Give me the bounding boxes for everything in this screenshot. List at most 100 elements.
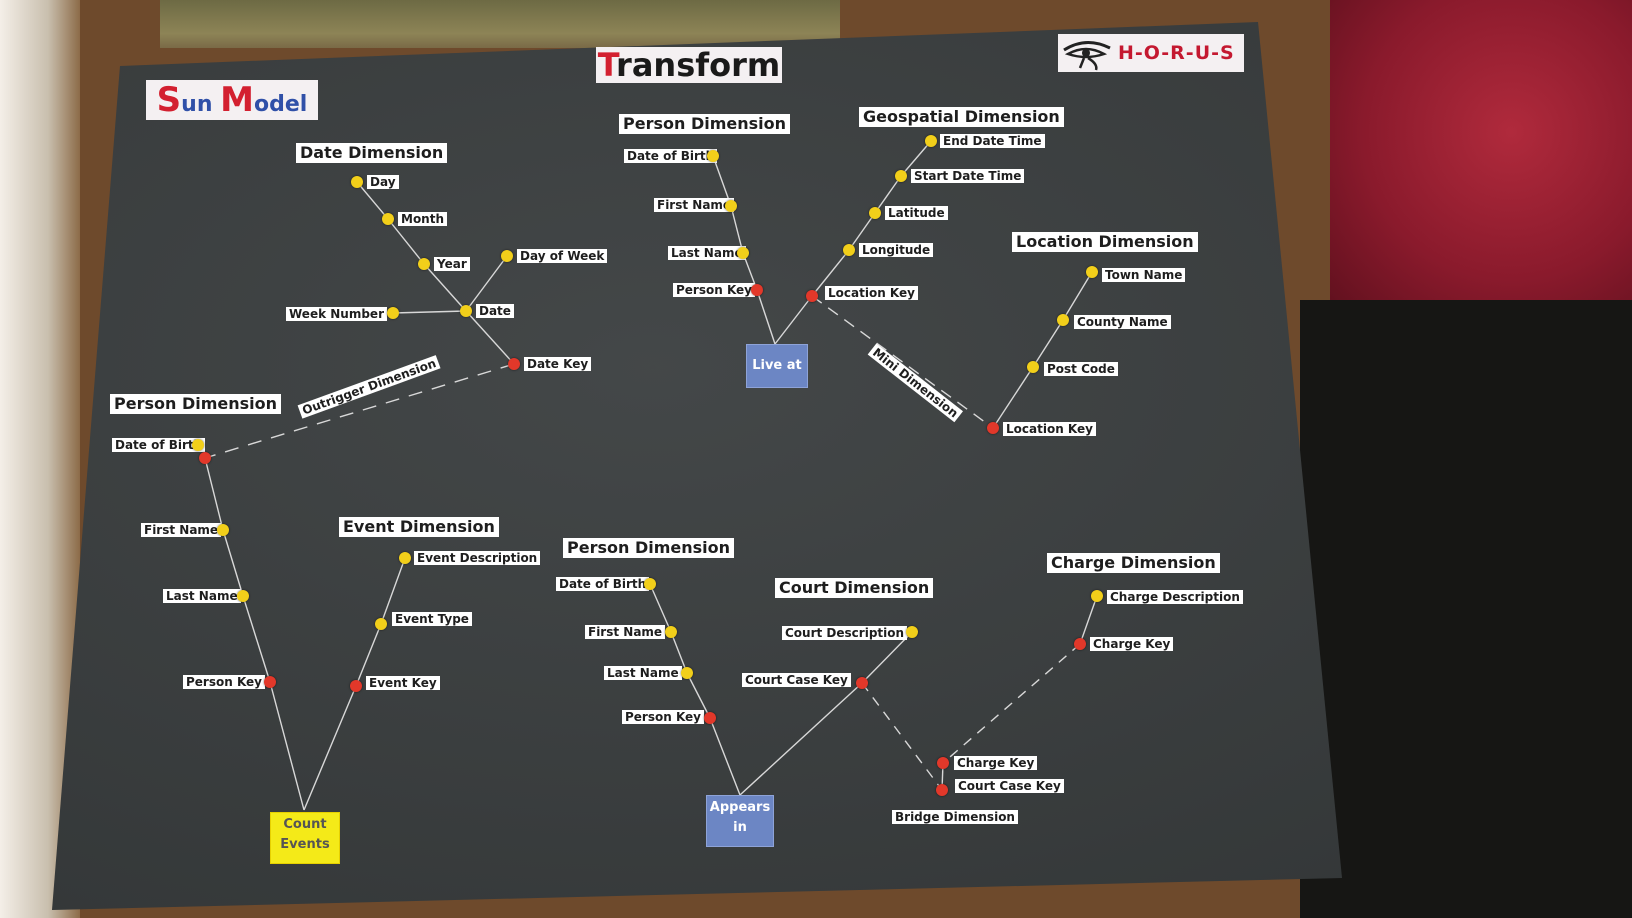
appears-in-fact: Appears in xyxy=(706,795,774,847)
connector xyxy=(739,682,863,796)
person-dimension-bottom-title: Person Dimension xyxy=(563,538,735,558)
appears-in-line2: in xyxy=(733,820,747,835)
connector xyxy=(686,672,711,719)
person-left-first-name-dot xyxy=(217,524,229,536)
person-left-last-name-label: Last Name xyxy=(163,589,241,603)
start-date-time-dot xyxy=(895,170,907,182)
person-top-dob-label: Date of Birth xyxy=(624,149,718,163)
event-type-dot xyxy=(375,618,387,630)
date-dot xyxy=(460,305,472,317)
connector xyxy=(756,289,776,345)
person-left-dob-label: Date of Birth xyxy=(112,438,206,452)
person-bottom-person-key-dot xyxy=(704,712,716,724)
connector xyxy=(774,295,813,345)
connector xyxy=(730,205,744,254)
page-title: Transform xyxy=(596,46,782,84)
county-name-label: County Name xyxy=(1074,315,1171,329)
connector xyxy=(649,583,672,633)
person-top-first-name-dot xyxy=(725,200,737,212)
person-left-dob-dot xyxy=(192,439,204,451)
connector xyxy=(303,685,357,811)
charge-description-dot xyxy=(1091,590,1103,602)
connector xyxy=(423,263,467,312)
day-dot xyxy=(351,176,363,188)
connector xyxy=(811,249,850,297)
count-events-line1: Count xyxy=(283,817,327,832)
connector xyxy=(811,295,994,429)
live-at-fact: Live at xyxy=(746,344,808,388)
connector xyxy=(709,717,741,796)
background-fabric xyxy=(1330,0,1632,330)
person-top-dob-dot xyxy=(707,150,719,162)
person-top-person-key-dot xyxy=(751,284,763,296)
person-bottom-last-name-label: Last Name xyxy=(604,666,682,680)
location-key-dot xyxy=(987,422,999,434)
start-date-time-label: Start Date Time xyxy=(911,169,1025,183)
geo-location-key-dot xyxy=(806,290,818,302)
connector xyxy=(380,557,406,625)
count-events-line2: Events xyxy=(280,837,330,852)
connector xyxy=(861,682,943,791)
charge-key-dot xyxy=(1074,638,1086,650)
town-name-dot xyxy=(1086,266,1098,278)
town-name-label: Town Name xyxy=(1102,268,1186,282)
month-dot xyxy=(382,213,394,225)
person-bottom-dob-label: Date of Birth xyxy=(556,577,650,591)
court-case-key-dot xyxy=(856,677,868,689)
event-dimension-title: Event Dimension xyxy=(339,517,499,537)
latitude-label: Latitude xyxy=(885,206,948,220)
event-description-label: Event Description xyxy=(414,551,541,565)
year-dot xyxy=(418,258,430,270)
connector xyxy=(942,643,1081,764)
bridge-charge-key-dot xyxy=(937,757,949,769)
court-description-dot xyxy=(906,626,918,638)
person-top-last-name-dot xyxy=(737,247,749,259)
connector xyxy=(355,623,382,687)
connector xyxy=(204,363,515,459)
connector xyxy=(900,140,932,177)
court-case-key-label: Court Case Key xyxy=(742,673,851,687)
court-dimension-title: Court Dimension xyxy=(775,578,934,598)
person-bottom-person-key-label: Person Key xyxy=(622,710,705,724)
connector xyxy=(1062,271,1093,321)
date-dimension-title: Date Dimension xyxy=(296,143,448,163)
connector xyxy=(465,255,508,312)
connector xyxy=(874,175,902,214)
event-description-dot xyxy=(399,552,411,564)
background-shadow xyxy=(1300,300,1632,918)
connector xyxy=(848,212,876,251)
month-label: Month xyxy=(398,212,448,226)
latitude-dot xyxy=(869,207,881,219)
week-number-label: Week Number xyxy=(286,307,387,321)
background-picture xyxy=(160,0,840,48)
longitude-label: Longitude xyxy=(859,243,934,257)
post-code-dot xyxy=(1027,361,1039,373)
date-key-label: Date Key xyxy=(524,357,592,371)
day-label: Day xyxy=(367,175,399,189)
day-of-week-label: Day of Week xyxy=(517,249,608,263)
bridge-court-case-key-dot xyxy=(936,784,948,796)
appears-in-line1: Appears xyxy=(709,800,771,815)
person-left-last-name-dot xyxy=(237,590,249,602)
day-of-week-dot xyxy=(501,250,513,262)
end-date-time-label: End Date Time xyxy=(940,134,1045,148)
week-number-dot xyxy=(387,307,399,319)
connector xyxy=(465,310,515,365)
connector xyxy=(670,631,688,674)
person-bottom-dob-dot xyxy=(644,578,656,590)
person-left-person-key-dot xyxy=(264,676,276,688)
date-label: Date xyxy=(476,304,514,318)
person-top-last-name-label: Last Name xyxy=(668,246,746,260)
connector xyxy=(712,155,732,207)
geo-location-key-label: Location Key xyxy=(825,286,918,300)
person-bottom-last-name-dot xyxy=(681,667,693,679)
connector xyxy=(1032,319,1064,368)
person-left-person-key-label: Person Key xyxy=(183,675,266,689)
end-date-time-dot xyxy=(925,135,937,147)
connector xyxy=(387,218,425,265)
connector xyxy=(356,181,389,220)
charge-description-label: Charge Description xyxy=(1107,590,1243,604)
geospatial-dimension-title: Geospatial Dimension xyxy=(859,107,1064,127)
post-code-label: Post Code xyxy=(1044,362,1118,376)
